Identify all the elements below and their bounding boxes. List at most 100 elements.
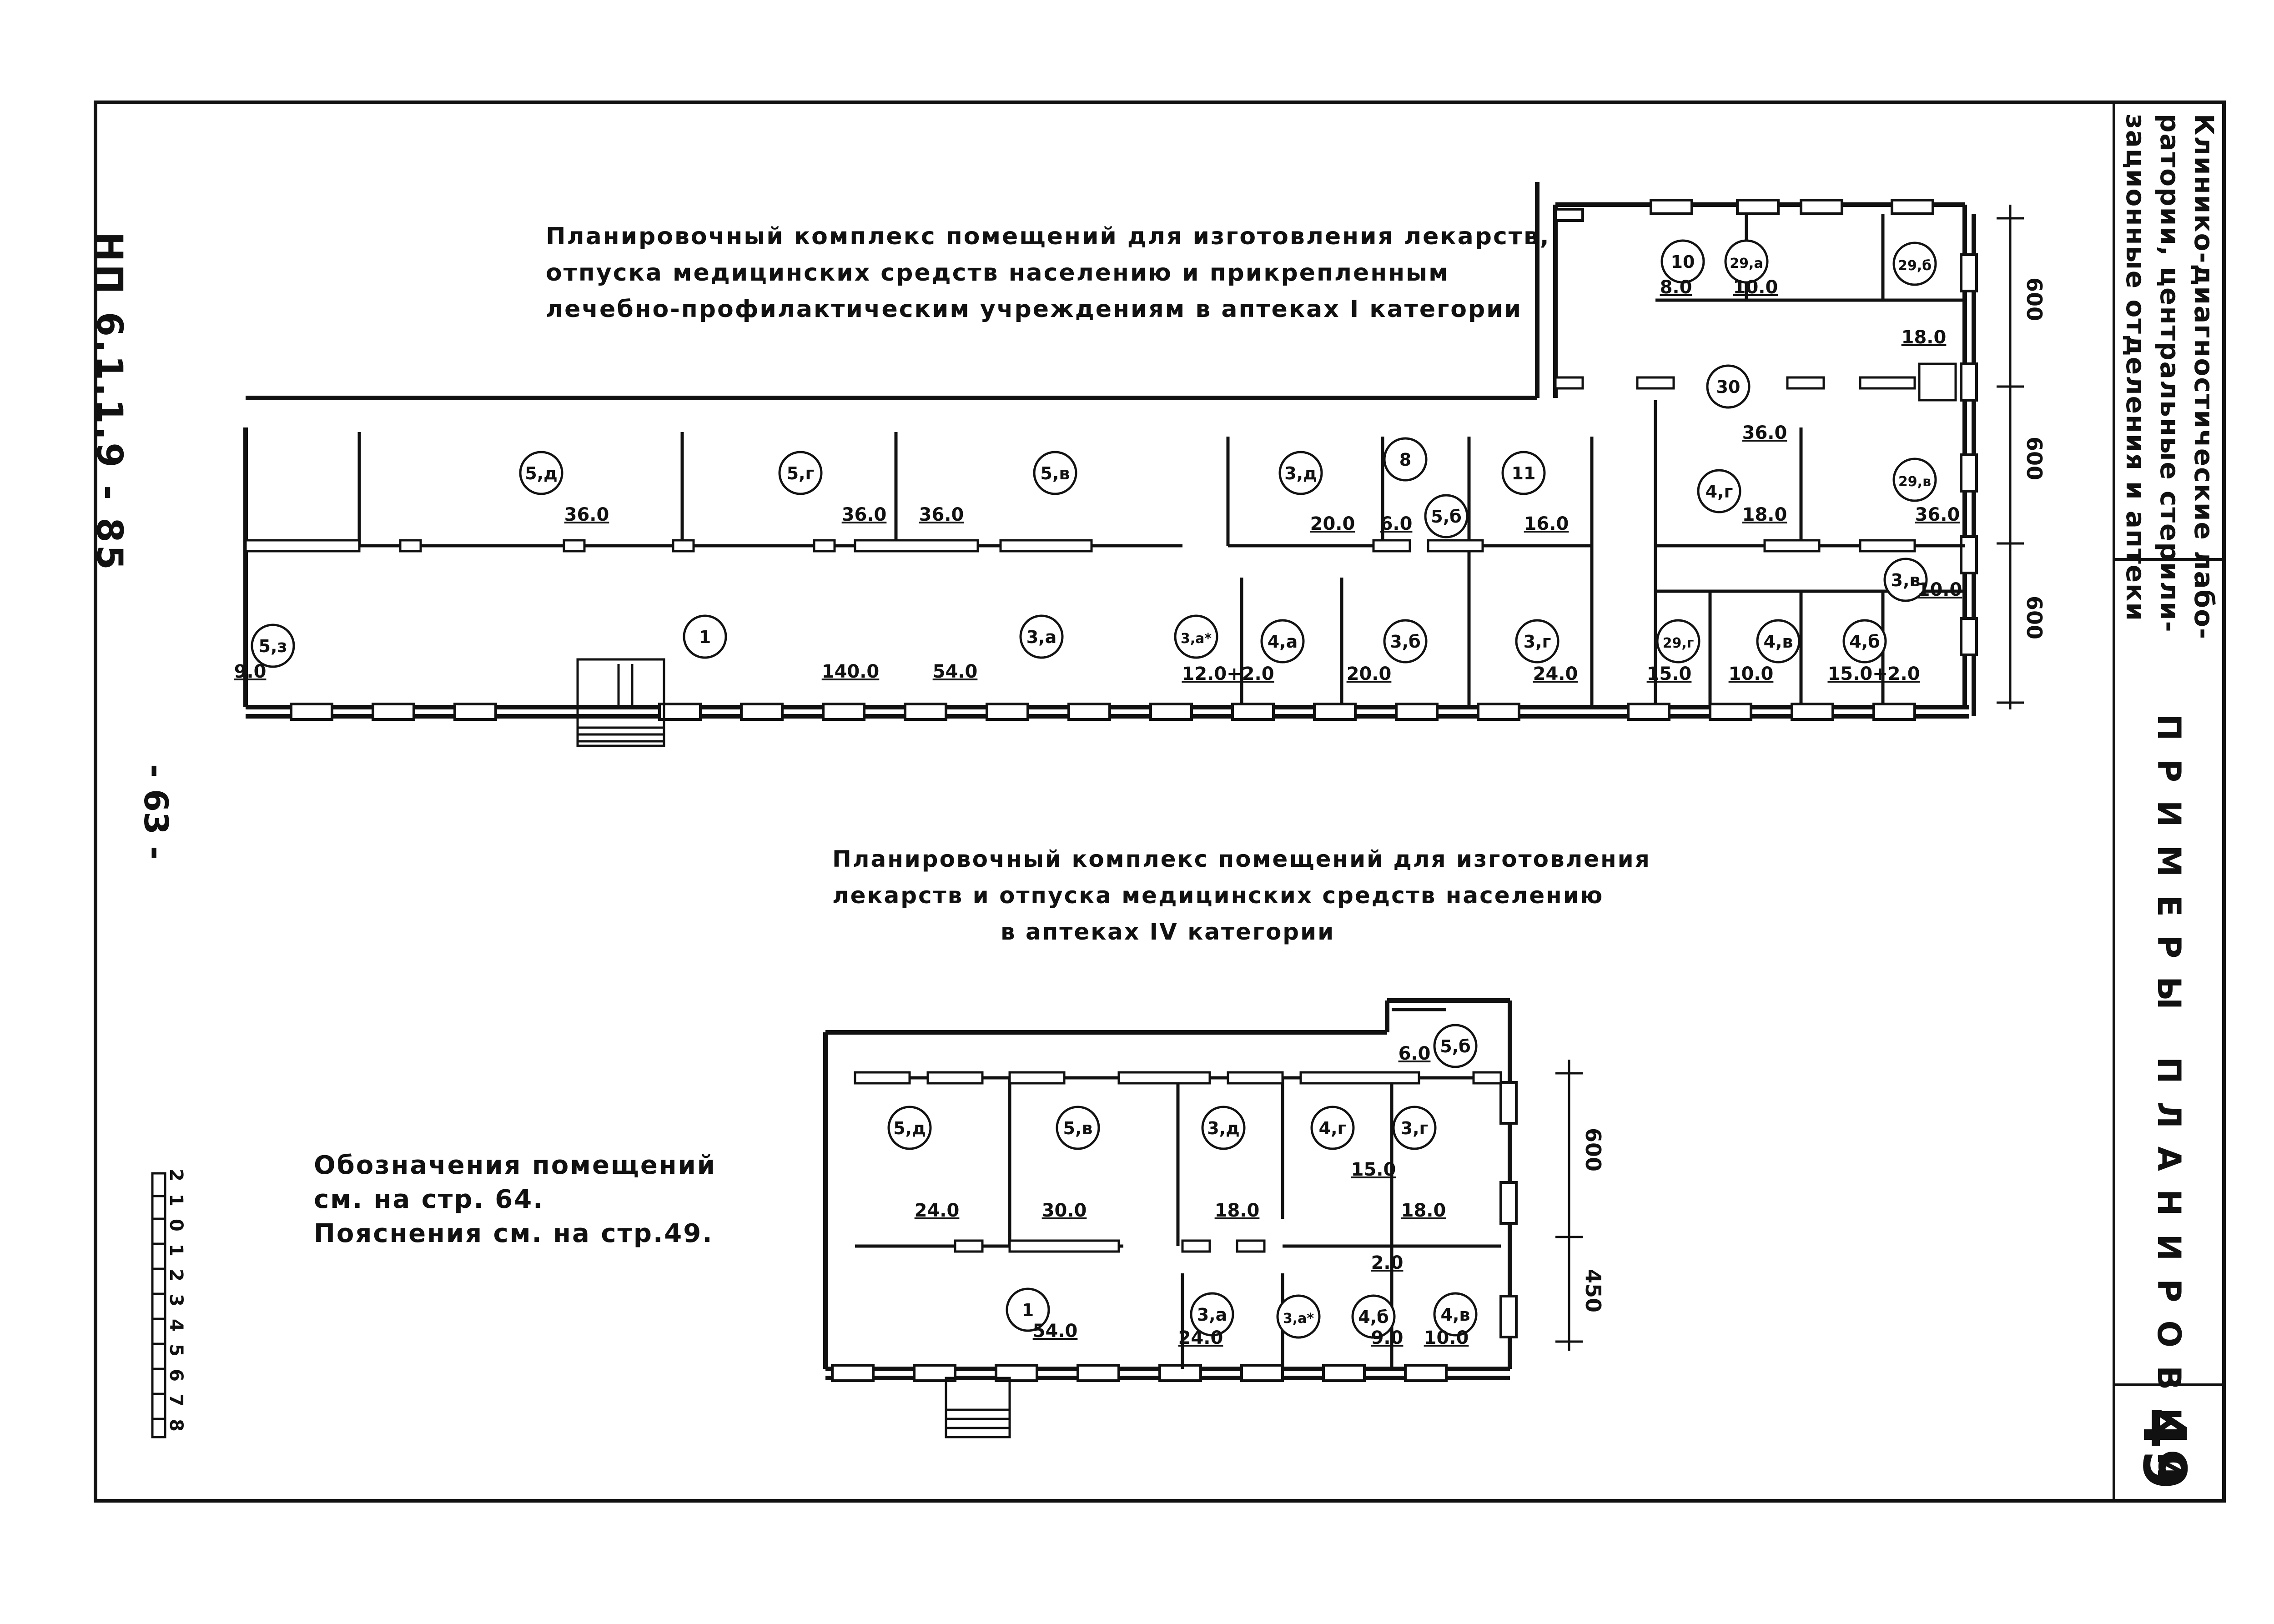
scale-tick-label: 4 [166, 1319, 186, 1332]
plan1-room-id: 3,а* [1181, 631, 1212, 647]
plan1-room-marker [1842, 619, 1887, 664]
plan1-title-line-1: Планировочный комплекс помещений для изг… [546, 223, 1550, 250]
plan1-room-id: 3,в [1891, 570, 1921, 590]
notes-line-1: Обозначения помещений [314, 1151, 716, 1180]
plan2-room-marker [1006, 1287, 1050, 1332]
plan1-room-area: 20.0 [1310, 513, 1355, 534]
plan2-room-area: 9.0 [1371, 1327, 1404, 1348]
plan2-dim-1: 600 [1581, 1128, 1605, 1172]
plan1-room-area: 8.0 [1660, 277, 1692, 298]
side-title-line-3: зационные отделения и аптеки [2120, 114, 2151, 622]
plan1-room-marker [1892, 241, 1937, 286]
plan1-room-area: 10.0 [1733, 277, 1778, 298]
plan1-dimension-chain [1997, 205, 2024, 709]
plan1-room-marker [1892, 458, 1937, 502]
plan1-dim-3: 600 [2022, 596, 2047, 640]
plan2-room-marker [1310, 1106, 1355, 1150]
plan1-room-id: 3,г [1524, 632, 1551, 652]
plan2-room-id: 1 [1022, 1300, 1034, 1320]
plan1-room-marker [519, 451, 563, 495]
plan2-room-area: 24.0 [915, 1200, 960, 1221]
plan2-room-id: 3,д [1207, 1118, 1240, 1138]
scale-tick-label: 5 [166, 1344, 186, 1357]
plan1-room-marker [1260, 619, 1305, 664]
plan1-room-id: 11 [1512, 463, 1536, 483]
plan1-room-marker [1697, 469, 1741, 513]
plan1-room-id: 5,в [1041, 463, 1070, 483]
plan2-room-marker [1190, 1292, 1234, 1337]
plan1-room-marker [1706, 364, 1751, 409]
plan1-room-id: 4,а [1268, 632, 1298, 652]
plan1-room-area: 15.0+2.0 [1827, 664, 1920, 684]
plan2-title-line-3: в аптеках IV категории [1001, 919, 1335, 945]
plan2-room-id: 3,а* [1283, 1311, 1314, 1327]
scale-tick-label: 1 [166, 1194, 186, 1207]
plan1-room-area: 9.0 [234, 661, 267, 682]
plan2-room-id: 4,г [1319, 1118, 1347, 1138]
plan1-entrance [576, 658, 665, 747]
plan1-room-marker [1724, 239, 1769, 284]
plan1-partitions [246, 214, 1965, 705]
page-number-box: 49 [2130, 1408, 2199, 1490]
plan2-room-area: 54.0 [1033, 1321, 1078, 1342]
plan1-room-marker [778, 451, 823, 495]
plan1-room-marker [1383, 437, 1428, 482]
plan1-room-marker [251, 623, 295, 668]
plan2-dimension-chain [1555, 1060, 1583, 1351]
scale-tick-label: 1 [166, 1244, 186, 1257]
plan2-room-marker [1433, 1024, 1478, 1068]
plan2-room-marker [1276, 1294, 1321, 1339]
side-subtitle: ПРИМЕРЫ ПЛАНИРОВКИ [2150, 714, 2188, 1498]
sheet-frame [94, 101, 2226, 1503]
plan1-title-line-3: лечебно-профилактическим учреждениям в а… [546, 296, 1523, 323]
plan1-room-marker [1424, 494, 1469, 538]
plan1-room-area: 15.0 [1647, 664, 1692, 684]
plan1-room-marker [1278, 451, 1323, 495]
plan1-room-area: 54.0 [933, 661, 978, 682]
plan1-room-marker [1883, 558, 1928, 602]
plan2-room-id: 5,в [1063, 1118, 1093, 1138]
notes-line-2: см. на стр. 64. [314, 1185, 544, 1214]
plan1-windows [290, 199, 1978, 721]
plan1-room-area: 36.0 [564, 504, 609, 525]
plan1-room-area: 6.0 [1380, 513, 1413, 534]
page-number-center: - 63 - [137, 764, 175, 860]
plan1-room-area: 20.0 [1347, 664, 1392, 684]
plan1-room-id: 4,г [1706, 482, 1733, 502]
plan1-room-marker [1515, 619, 1560, 664]
plan2-room-id: 5,д [893, 1118, 926, 1138]
plan1-dim-1: 600 [2022, 277, 2047, 322]
plan1-room-area: 18.0 [1742, 504, 1787, 525]
plan2-room-area: 6.0 [1399, 1043, 1431, 1064]
plan1-room-area: 10.0 [1917, 579, 1962, 600]
plan2-room-id: 3,а [1197, 1305, 1228, 1325]
plan2-room-id: 4,б [1358, 1307, 1389, 1327]
plan2-room-marker [1351, 1294, 1396, 1339]
plan1-room-id: 5,б [1431, 507, 1461, 527]
notes-line-3: Пояснения см. на стр.49. [314, 1219, 714, 1248]
plan2-room-id: 3,г [1401, 1118, 1429, 1138]
scale-tick-label: 2 [166, 1169, 186, 1182]
plan2-door-tabs [854, 1071, 1502, 1253]
plan1-door-tabs [244, 362, 1957, 553]
scale-tick-label: 3 [166, 1294, 186, 1307]
plan1-room-id: 10 [1671, 252, 1695, 272]
plan1-room-id: 29,г [1663, 635, 1694, 651]
plan1-room-marker [1501, 451, 1546, 495]
plan1-room-id: 8 [1399, 450, 1411, 470]
plan1-room-area: 10.0 [1729, 664, 1774, 684]
plan1-room-marker [1033, 451, 1077, 495]
plan1-room-area: 12.0+2.0 [1182, 664, 1274, 684]
scale-tick-label: 7 [166, 1394, 186, 1407]
plan1-room-id: 30 [1716, 377, 1741, 397]
scale-tick-label: 6 [166, 1369, 186, 1382]
plan2-room-area: 30.0 [1042, 1200, 1087, 1221]
plan1-room-id: 3,а [1026, 627, 1057, 647]
plan2-title-line-1: Планировочный комплекс помещений для изг… [832, 846, 1651, 872]
plan1-room-marker [1019, 614, 1064, 659]
plan2-dim-2: 450 [1581, 1269, 1605, 1313]
plan1-room-id: 3,д [1284, 463, 1317, 483]
plan1-room-id: 5,г [787, 463, 815, 483]
